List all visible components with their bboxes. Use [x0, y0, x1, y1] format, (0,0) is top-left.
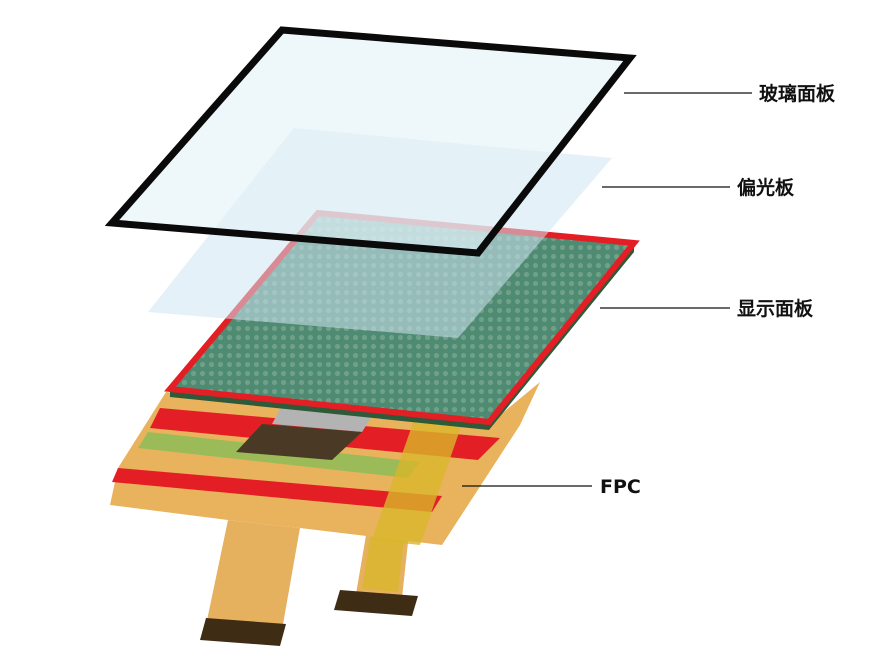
label-display-panel: 显示面板	[737, 297, 814, 320]
label-glass-panel: 玻璃面板	[759, 82, 836, 105]
label-polarizer: 偏光板	[737, 176, 795, 199]
fpc-tail-left	[206, 520, 300, 630]
glass-panel	[104, 26, 637, 257]
label-fpc: FPC	[600, 476, 641, 498]
connector-right	[334, 590, 418, 616]
driver-chip	[236, 424, 362, 460]
connector-left	[200, 618, 286, 646]
fpc-yellow-strip	[372, 420, 462, 545]
fpc-red-band-lower	[112, 468, 442, 512]
